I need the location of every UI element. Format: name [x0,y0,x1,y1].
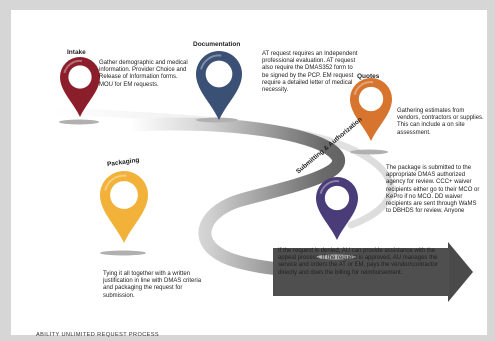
step-label-quotes: Quotes [357,73,380,80]
pin-highlight-packaging [104,174,127,191]
road-arrow-band [273,248,449,296]
pin-hole-intake [68,65,92,89]
pin-shadow-documentation [196,117,238,123]
step-label-documentation: Documentation [193,41,241,48]
pin-quotes [350,78,392,155]
pin-submitting [316,177,358,260]
step-desc-intake: Gather demographic and medical informati… [99,60,188,88]
step-desc-quotes: Gathering estimates from vendors, contra… [397,108,484,136]
step-desc-packaging: Tying it all together with a written jus… [103,271,202,299]
process-slide: Intake Documentation Quotes Submitting &… [11,10,487,338]
step-label-intake: Intake [67,49,86,56]
pin-hole-documentation [205,60,233,88]
pin-highlight-submitting [319,180,340,195]
pin-shadow-packaging [100,250,146,256]
pin-shadow-intake [59,119,99,125]
pin-shadow-submitting [316,254,356,260]
outcome-desc: If the request is denied, AU can provide… [278,248,438,276]
step-desc-submitting: The package is submitted to the appropri… [386,165,480,215]
pin-highlight-documentation [200,54,222,70]
pin-intake [59,57,100,125]
step-desc-documentation: AT request requires an Independent profe… [262,51,358,94]
pin-highlight-quotes [353,81,374,96]
pin-hole-submitting [324,185,350,211]
road-arrowhead [448,242,473,302]
process-illustration [47,51,473,302]
pin-hole-packaging [110,181,138,209]
pin-hole-quotes [358,86,384,112]
footer-title: ABILITY UNLIMITED REQUEST PROCESS [36,332,160,338]
pin-highlight-intake [63,59,83,74]
road-background-curve [47,106,395,229]
pin-shadow-quotes [350,149,388,155]
pin-documentation [196,51,242,123]
pin-packaging [100,171,148,256]
